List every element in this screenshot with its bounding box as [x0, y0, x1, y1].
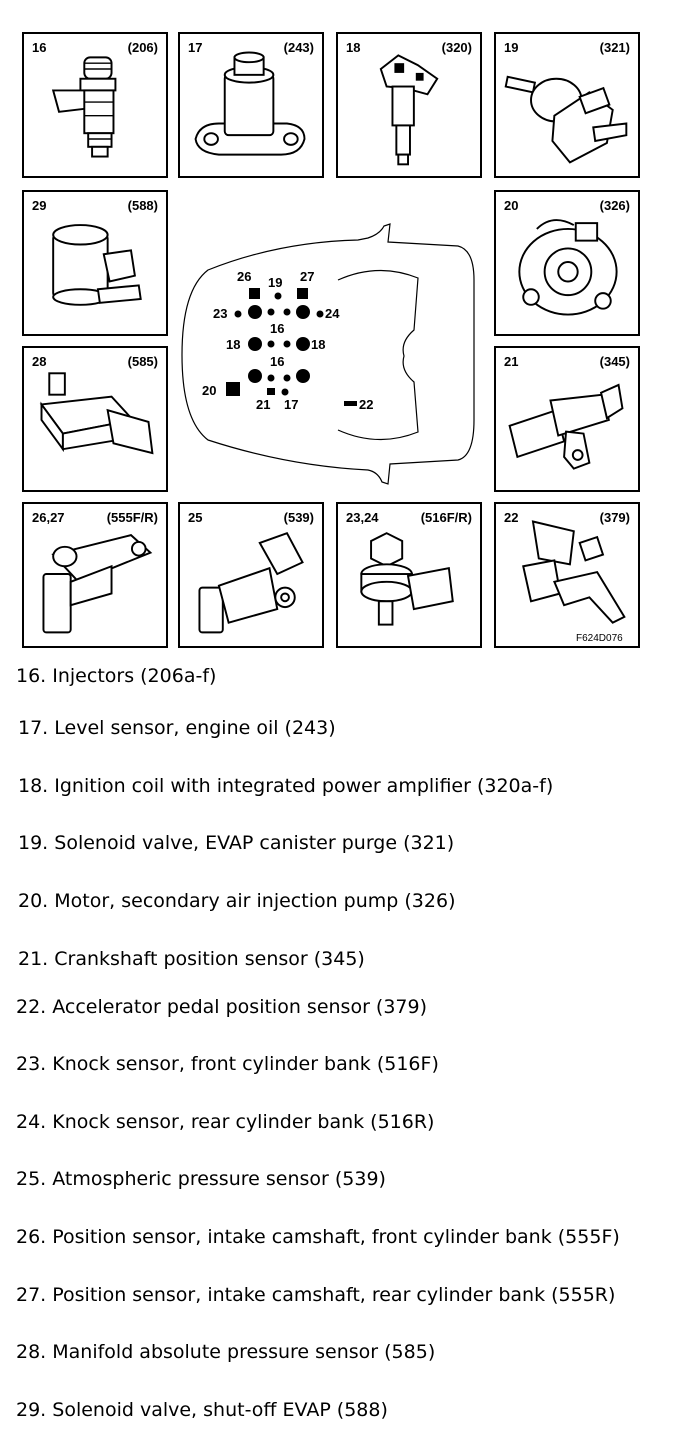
marker-21	[267, 388, 275, 395]
marker-16-d	[296, 305, 310, 319]
panel-number: 29	[32, 198, 47, 213]
marker-20	[226, 382, 240, 396]
label-18-left: 18	[226, 337, 241, 352]
label-18-right: 18	[311, 337, 326, 352]
panel-ignition-coil: 18 (320)	[336, 32, 482, 178]
panel-shutoff-valve: 29 (588)	[22, 190, 168, 336]
label-16-upper: 16	[270, 321, 285, 336]
panel-camshaft-sensor: 26,27 (555F/R)	[22, 502, 168, 648]
legend-item: 22. Accelerator pedal position sensor (3…	[16, 996, 428, 1018]
marker-23	[234, 310, 242, 318]
legend-item: 28. Manifold absolute pressure sensor (5…	[16, 1341, 436, 1363]
oil-level-sensor-drawing	[194, 51, 306, 156]
label-26: 26	[237, 269, 252, 284]
panel-code: (379)	[599, 510, 630, 525]
marker-16-j	[296, 369, 310, 383]
panel-code: (588)	[127, 198, 158, 213]
panel-knock-sensor: 23,24 (516F/R)	[336, 502, 482, 648]
legend-item: 24. Knock sensor, rear cylinder bank (51…	[16, 1111, 435, 1133]
knock-sensor-drawing	[360, 532, 454, 626]
panel-oil-level-sensor: 17 (243)	[178, 32, 324, 178]
marker-16-h	[267, 374, 275, 382]
marker-16-e	[267, 340, 275, 348]
legend-item: 26. Position sensor, intake camshaft, fr…	[16, 1226, 620, 1248]
marker-16-a	[248, 305, 262, 319]
marker-16-i	[283, 374, 291, 382]
accelerator-pedal-drawing	[522, 520, 626, 624]
legend-item: 25. Atmospheric pressure sensor (539)	[16, 1168, 386, 1190]
panel-number: 19	[504, 40, 519, 55]
marker-18-a	[248, 337, 262, 351]
vehicle-outline	[181, 223, 475, 485]
marker-24	[316, 310, 324, 318]
label-17: 17	[284, 397, 299, 412]
legend-item: 27. Position sensor, intake camshaft, re…	[16, 1284, 616, 1306]
label-20: 20	[202, 383, 217, 398]
legend-item: 21. Crankshaft position sensor (345)	[18, 948, 365, 970]
legend-item: 18. Ignition coil with integrated power …	[18, 775, 554, 797]
panel-purge-valve: 19 (321)	[494, 32, 640, 178]
purge-valve-drawing	[504, 75, 628, 164]
panel-number: 22	[504, 510, 519, 525]
atmospheric-sensor-drawing	[198, 531, 304, 634]
panel-code: (345)	[599, 354, 630, 369]
panel-number: 26,27	[32, 510, 65, 525]
panel-code: (539)	[283, 510, 314, 525]
legend-item: 16. Injectors (206a-f)	[16, 665, 217, 687]
marker-27	[297, 288, 308, 299]
secondary-air-pump-drawing	[518, 219, 618, 316]
component-location-diagram: 16 (206) 17 (243)	[0, 0, 688, 660]
label-16-lower: 16	[270, 354, 285, 369]
panel-secondary-air-pump: 20 (326)	[494, 190, 640, 336]
panel-number: 21	[504, 354, 519, 369]
legend-item: 29. Solenoid valve, shut-off EVAP (588)	[16, 1399, 388, 1421]
map-sensor-drawing	[39, 372, 154, 455]
panel-number: 28	[32, 354, 47, 369]
panel-code: (326)	[599, 198, 630, 213]
label-19: 19	[268, 275, 283, 290]
panel-injector: 16 (206)	[22, 32, 168, 178]
marker-19	[274, 292, 282, 300]
marker-17	[281, 388, 289, 396]
panel-number: 18	[346, 40, 361, 55]
panel-code: (243)	[283, 40, 314, 55]
legend-item: 17. Level sensor, engine oil (243)	[18, 717, 336, 739]
injector-drawing	[51, 56, 117, 158]
crankshaft-sensor-drawing	[508, 383, 624, 470]
panel-accelerator-pedal: 22 (379)	[494, 502, 640, 648]
label-24: 24	[325, 306, 340, 321]
marker-16-b	[267, 308, 275, 316]
marker-22	[344, 401, 357, 406]
panel-code: (320)	[441, 40, 472, 55]
legend-item: 23. Knock sensor, front cylinder bank (5…	[16, 1053, 439, 1075]
figure-id: F624D076	[576, 633, 623, 644]
panel-number: 17	[188, 40, 203, 55]
ignition-coil-drawing	[379, 54, 439, 166]
panel-code: (516F/R)	[420, 510, 472, 525]
marker-16-f	[283, 340, 291, 348]
panel-crankshaft-sensor: 21 (345)	[494, 346, 640, 492]
label-22: 22	[359, 397, 374, 412]
panel-number: 25	[188, 510, 203, 525]
panel-number: 20	[504, 198, 519, 213]
marker-16-c	[283, 308, 291, 316]
panel-number: 23,24	[346, 510, 379, 525]
panel-code: (321)	[599, 40, 630, 55]
label-27: 27	[300, 269, 315, 284]
panel-code: (206)	[127, 40, 158, 55]
shutoff-valve-drawing	[52, 224, 142, 306]
marker-26	[249, 288, 260, 299]
panel-number: 16	[32, 40, 47, 55]
marker-18-b	[296, 337, 310, 351]
panel-code: (585)	[127, 354, 158, 369]
marker-16-g	[248, 369, 262, 383]
legend-item: 20. Motor, secondary air injection pump …	[18, 890, 456, 912]
label-21: 21	[256, 397, 271, 412]
legend-item: 19. Solenoid valve, EVAP canister purge …	[18, 832, 455, 854]
panel-atmospheric-sensor: 25 (539)	[178, 502, 324, 648]
label-23: 23	[213, 306, 228, 321]
panel-code: (555F/R)	[106, 510, 158, 525]
camshaft-sensor-drawing	[42, 534, 153, 634]
panel-map-sensor: 28 (585)	[22, 346, 168, 492]
